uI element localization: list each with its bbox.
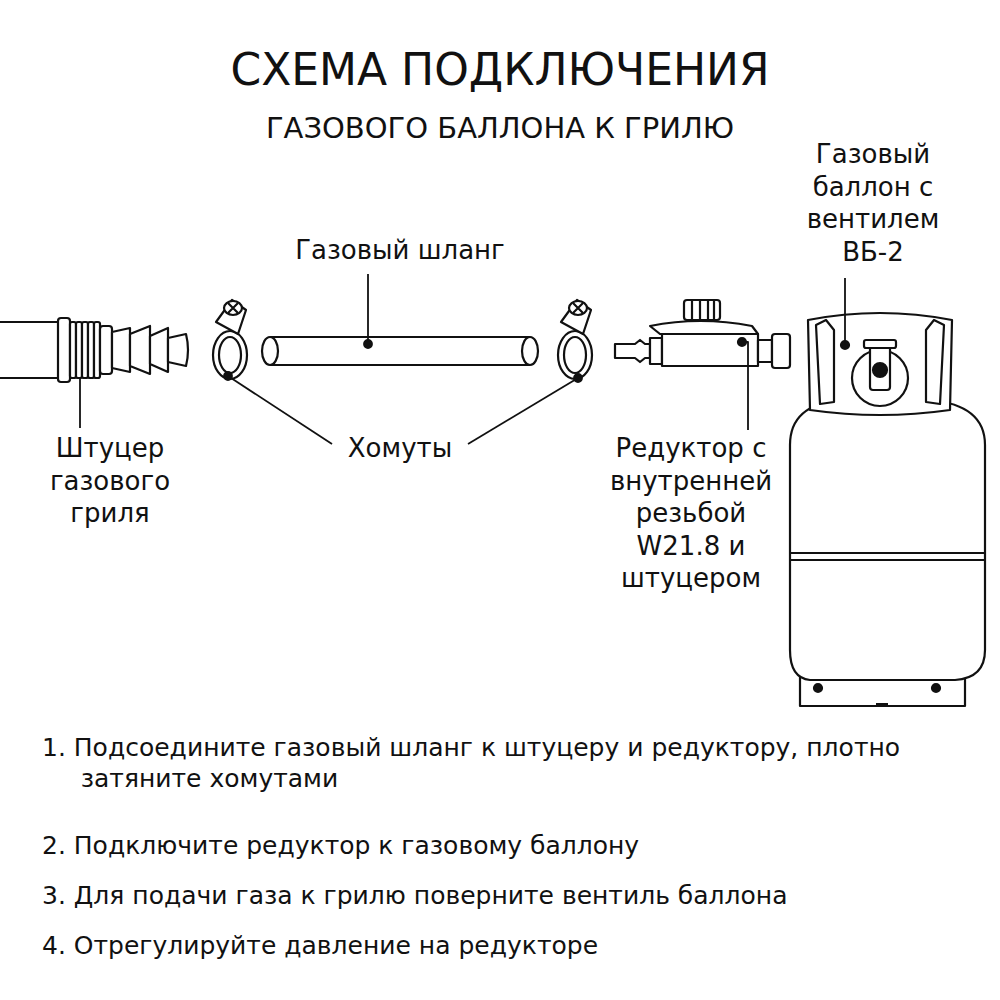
gas-regulator xyxy=(615,300,790,368)
gas-hose xyxy=(262,337,538,365)
part-label: Газовый баллон с вентилем ВБ-2 xyxy=(798,138,948,268)
instruction-step: 4. Отрегулируйте давление на редукторе xyxy=(42,930,981,961)
part-label: Штуцер газового гриля xyxy=(30,432,190,530)
part-label: Хомуты xyxy=(320,432,480,465)
instruction-step: 3. Для подачи газа к грилю поверните вен… xyxy=(42,880,1000,911)
instruction-step: 2. Подключите редуктор к газовому баллон… xyxy=(42,830,981,861)
instruction-step: 1. Подсоедините газовый шланг к штуцеру … xyxy=(42,732,941,795)
part-label: Газовый шланг xyxy=(250,234,550,267)
part-label: Редуктор с внутренней резьбой W21.8 и шт… xyxy=(596,432,786,595)
leader-line xyxy=(80,274,845,444)
gas-cylinder xyxy=(790,313,985,706)
title: СХЕМА ПОДКЛЮЧЕНИЯ xyxy=(0,42,1000,97)
grill-fitting xyxy=(0,318,188,382)
hose-clamp xyxy=(558,300,592,379)
hose-clamp xyxy=(213,300,247,379)
